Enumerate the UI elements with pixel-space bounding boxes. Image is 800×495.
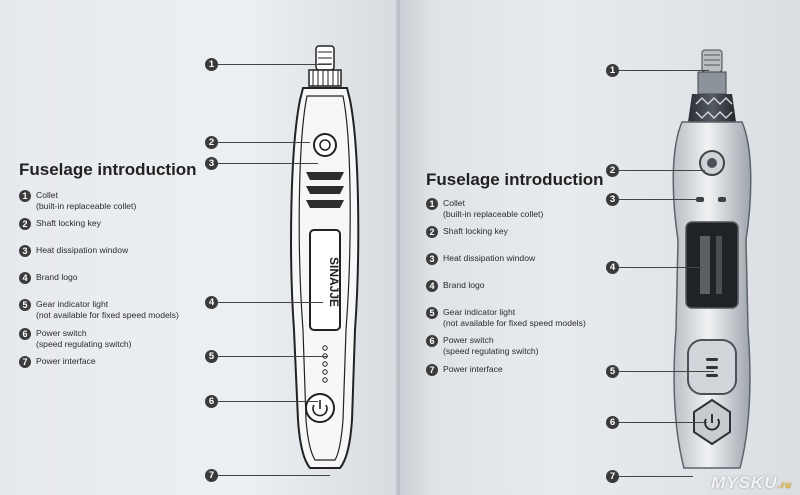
item-label: Heat dissipation window <box>36 245 129 255</box>
num-badge: 7 <box>19 356 31 368</box>
left-item-power-switch: 6 Power switch(speed regulating switch) <box>19 328 132 350</box>
num-badge: 5 <box>426 307 438 319</box>
left-callout-5: 5 <box>205 350 328 363</box>
rotary-tool-photo-illustration <box>672 49 752 469</box>
left-item-brand-logo: 4 Brand logo <box>19 272 78 284</box>
num-badge: 2 <box>19 218 31 230</box>
left-callout-4: 4 <box>205 296 323 309</box>
right-callout-6: 6 <box>606 416 707 429</box>
num-badge: 1 <box>19 190 31 202</box>
num-badge: 4 <box>426 280 438 292</box>
right-item-shaft-key: 2 Shaft locking key <box>426 226 508 238</box>
item-note: (not available for fixed speed models) <box>443 318 586 328</box>
right-callout-2: 2 <box>606 164 705 177</box>
left-callout-1: 1 <box>205 58 331 71</box>
left-item-collet: 1 Collet(built-in replaceable collet) <box>19 190 136 212</box>
num-badge: 2 <box>426 226 438 238</box>
num-badge: 1 <box>426 198 438 210</box>
num-badge: 3 <box>19 245 31 257</box>
item-note: (built-in replaceable collet) <box>36 201 137 211</box>
item-label: Brand logo <box>36 272 78 282</box>
num-badge: 6 <box>19 328 31 340</box>
left-brand-text: SINAJJE <box>327 257 341 307</box>
right-item-power-switch: 6 Power switch(speed regulating switch) <box>426 335 539 357</box>
item-label: Power interface <box>36 356 96 366</box>
item-note: (speed regulating switch) <box>36 339 132 349</box>
left-item-heat-window: 3 Heat dissipation window <box>19 245 128 257</box>
item-label: Brand logo <box>443 280 485 290</box>
item-label: Collet <box>443 198 465 208</box>
left-page: Fuselage introduction 1 Collet(built-in … <box>0 0 400 495</box>
item-label: Shaft locking key <box>443 226 508 236</box>
left-item-shaft-key: 2 Shaft locking key <box>19 218 101 230</box>
right-page: Fuselage introduction 1 Collet(built-in … <box>400 0 800 495</box>
item-label: Power interface <box>443 364 503 374</box>
left-callout-6: 6 <box>205 395 318 408</box>
right-callout-4: 4 <box>606 261 702 274</box>
num-badge: 4 <box>19 272 31 284</box>
left-callout-7: 7 <box>205 469 330 482</box>
right-item-brand-logo: 4 Brand logo <box>426 280 485 292</box>
left-page-title: Fuselage introduction <box>19 160 197 179</box>
item-label: Shaft locking key <box>36 218 101 228</box>
num-badge: 3 <box>426 253 438 265</box>
right-item-collet: 1 Collet(built-in replaceable collet) <box>426 198 543 220</box>
item-label: Power switch <box>443 335 494 345</box>
item-label: Power switch <box>36 328 87 338</box>
right-callout-1: 1 <box>606 64 709 77</box>
rotary-tool-outline-illustration: SINAJJE <box>290 45 360 469</box>
item-label: Gear indicator light <box>443 307 516 317</box>
right-callout-3: 3 <box>606 193 699 206</box>
right-item-power-interface: 7 Power interface <box>426 364 503 376</box>
left-callout-2: 2 <box>205 136 310 149</box>
left-item-gear-light: 5 Gear indicator light(not available for… <box>19 299 179 321</box>
right-item-gear-light: 5 Gear indicator light(not available for… <box>426 307 586 329</box>
item-label: Gear indicator light <box>36 299 109 309</box>
num-badge: 6 <box>426 335 438 347</box>
left-callout-3: 3 <box>205 157 318 170</box>
item-note: (not available for fixed speed models) <box>36 310 179 320</box>
right-item-heat-window: 3 Heat dissipation window <box>426 253 535 265</box>
item-label: Heat dissipation window <box>443 253 536 263</box>
right-callout-7: 7 <box>606 470 693 483</box>
item-note: (built-in replaceable collet) <box>443 209 544 219</box>
site-watermark: MYSKU.ru <box>711 473 792 492</box>
num-badge: 7 <box>426 364 438 376</box>
left-item-power-interface: 7 Power interface <box>19 356 96 368</box>
right-callout-5: 5 <box>606 365 714 378</box>
num-badge: 5 <box>19 299 31 311</box>
right-page-title: Fuselage introduction <box>426 170 604 189</box>
item-label: Collet <box>36 190 58 200</box>
item-note: (speed regulating switch) <box>443 346 539 356</box>
